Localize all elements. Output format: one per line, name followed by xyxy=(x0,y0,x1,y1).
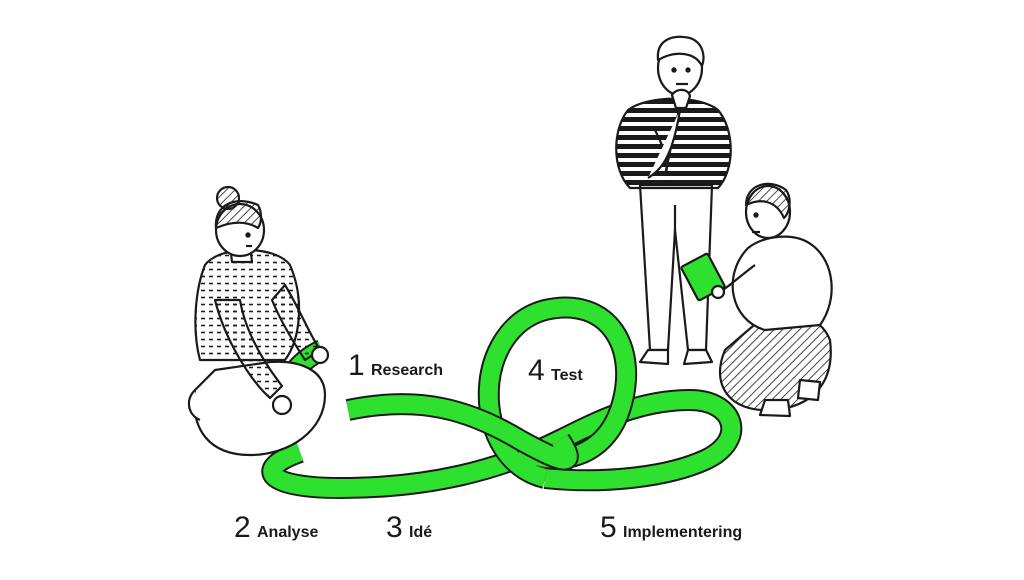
step-5-number: 5 xyxy=(600,511,617,544)
step-1-name: Research xyxy=(371,362,443,379)
step-2-label: 2 Analyse xyxy=(234,511,318,544)
step-5-name: Implementering xyxy=(623,524,742,541)
step-3-number: 3 xyxy=(386,511,403,544)
step-3-name: Idé xyxy=(409,524,432,541)
step-5-label: 5 Implementering xyxy=(600,511,742,544)
step-4-number: 4 xyxy=(528,354,545,387)
step-3-label: 3 Idé xyxy=(386,511,432,544)
crouching-man-figure xyxy=(680,182,833,418)
step-4-label: 4 Test xyxy=(528,354,583,387)
step-2-number: 2 xyxy=(234,511,251,544)
process-ribbon xyxy=(261,296,743,500)
kneeling-woman-figure xyxy=(187,185,330,457)
step-2-name: Analyse xyxy=(257,524,318,541)
step-4-name: Test xyxy=(551,367,583,384)
step-1-number: 1 xyxy=(348,349,365,382)
step-1-label: 1 Research xyxy=(348,349,443,382)
standing-man-figure xyxy=(615,35,732,366)
